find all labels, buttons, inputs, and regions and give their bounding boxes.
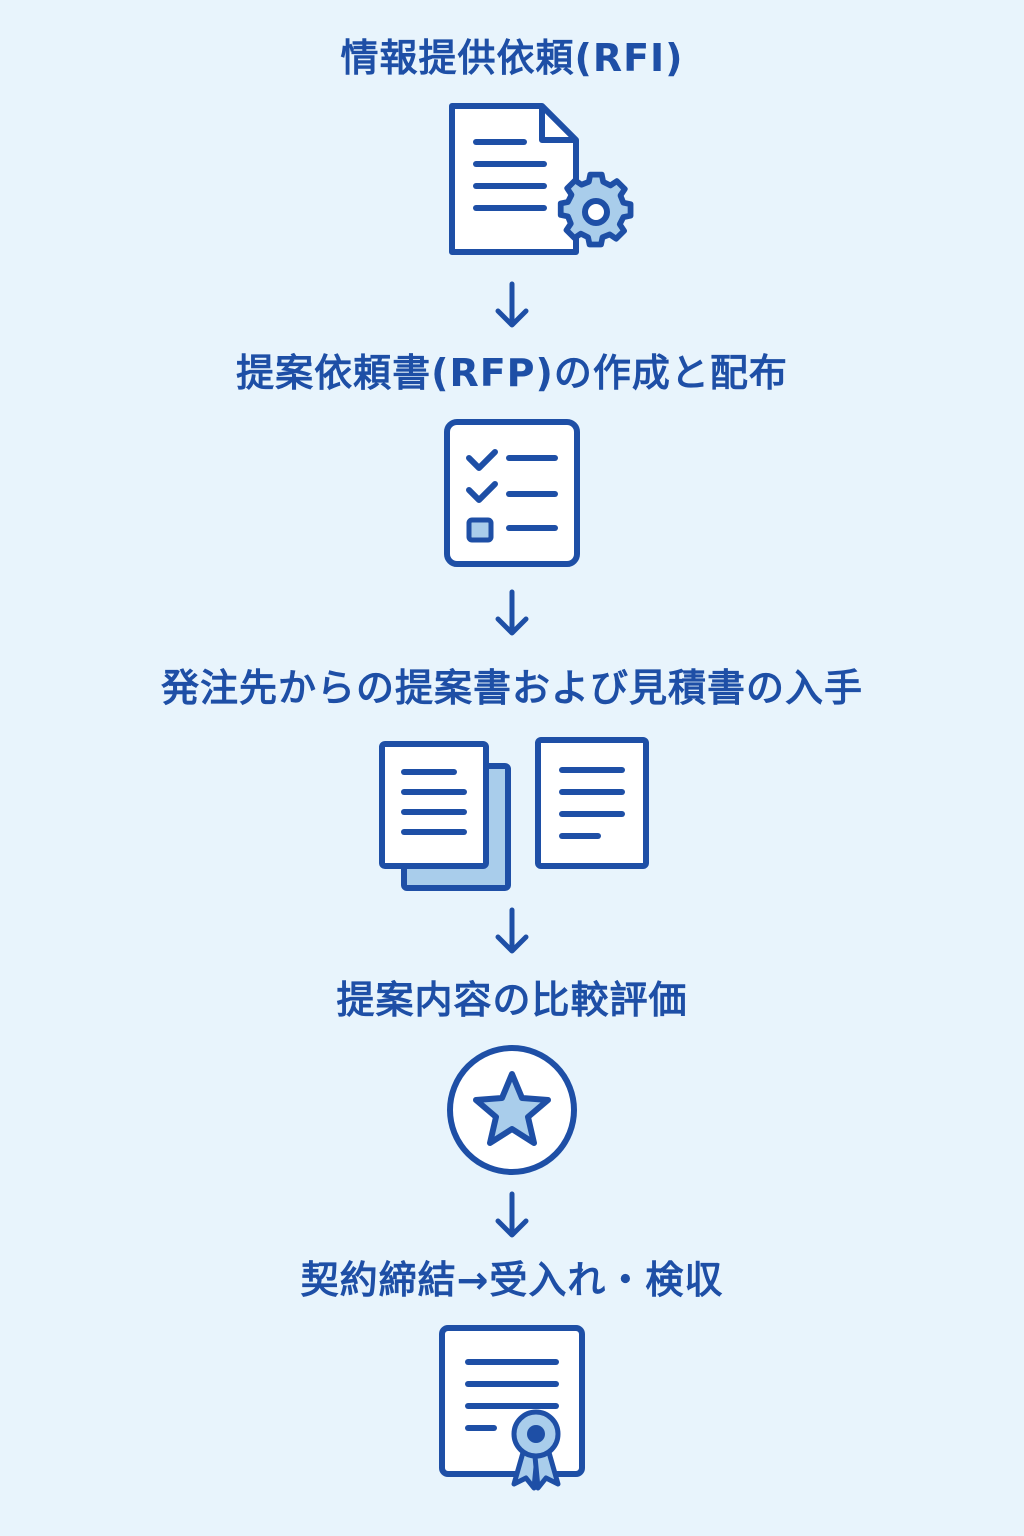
step-4-title: 提案内容の比較評価	[336, 978, 688, 1022]
step-5-title: 契約締結→受入れ・検収	[300, 1258, 724, 1302]
flow-arrow-icon	[495, 281, 529, 328]
checklist-icon	[444, 419, 580, 567]
step-1-title: 情報提供依頼(RFI)	[340, 36, 684, 80]
flow-arrow-icon	[495, 1191, 529, 1238]
step-3-title: 発注先からの提案書および見積書の入手	[160, 666, 863, 710]
document-gear-icon	[449, 103, 634, 255]
flow-arrow-icon	[495, 589, 529, 636]
certificate-icon	[439, 1325, 585, 1491]
step-2-title: 提案依頼書(RFP)の作成と配布	[236, 351, 788, 395]
documents-icon	[379, 737, 649, 891]
star-badge-icon	[447, 1045, 577, 1175]
flow-arrow-icon	[495, 907, 529, 954]
